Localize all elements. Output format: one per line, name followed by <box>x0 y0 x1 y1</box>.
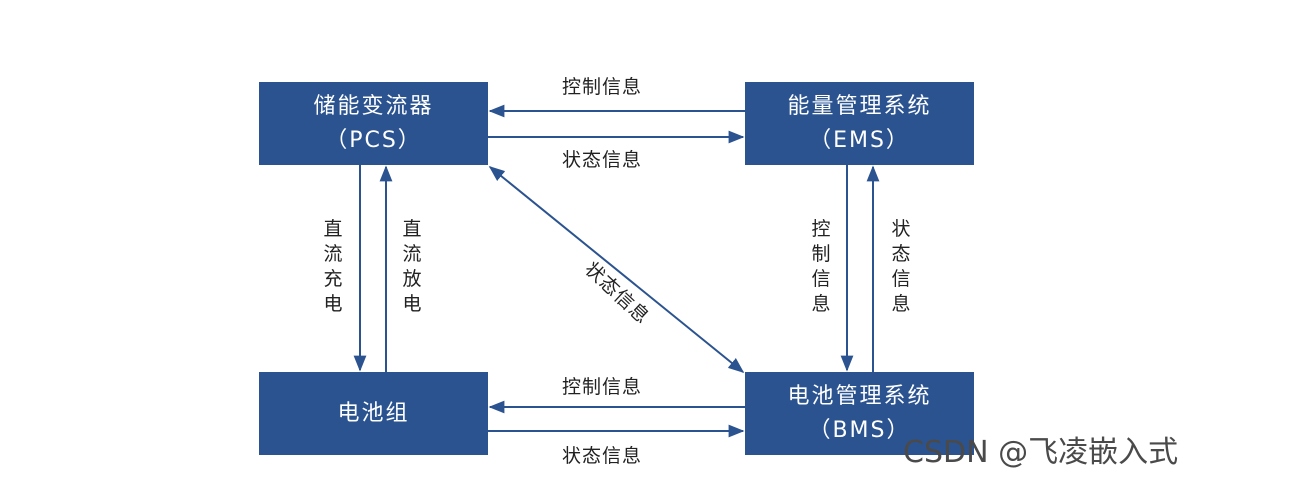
edge-label-battery-to-pcs: 直流放电 <box>402 218 422 315</box>
edge-label-ems-to-pcs: 控制信息 <box>562 76 643 98</box>
node-pcs-abbr: （PCS） <box>325 127 422 153</box>
node-pcs-title: 储能变流器 <box>313 93 434 119</box>
edge-label-pcs-to-ems: 状态信息 <box>562 149 643 171</box>
edge-label-bms-to-ems: 状态信息 <box>891 218 911 315</box>
node-battery: 电池组 <box>259 372 488 455</box>
node-battery-title: 电池组 <box>337 400 410 426</box>
node-ems-title: 能量管理系统 <box>787 93 932 119</box>
node-ems-abbr: （EMS） <box>809 127 910 153</box>
edge-label-battery-to-bms: 状态信息 <box>562 445 643 467</box>
edge-label-ems-to-bms: 控制信息 <box>811 218 831 315</box>
watermark: CSDN @飞凌嵌入式 <box>903 435 1179 470</box>
edge-label-pcs-to-battery: 直流充电 <box>323 218 343 315</box>
node-bms-abbr: （BMS） <box>808 417 911 443</box>
node-bms-title: 电池管理系统 <box>787 383 932 409</box>
edge-label-bms-to-battery: 控制信息 <box>562 376 643 398</box>
node-bms: 电池管理系统 （BMS） <box>745 372 974 455</box>
node-pcs: 储能变流器 （PCS） <box>259 82 488 165</box>
arrow-bms-pcs-diagonal <box>488 165 745 374</box>
node-ems: 能量管理系统 （EMS） <box>745 82 974 165</box>
